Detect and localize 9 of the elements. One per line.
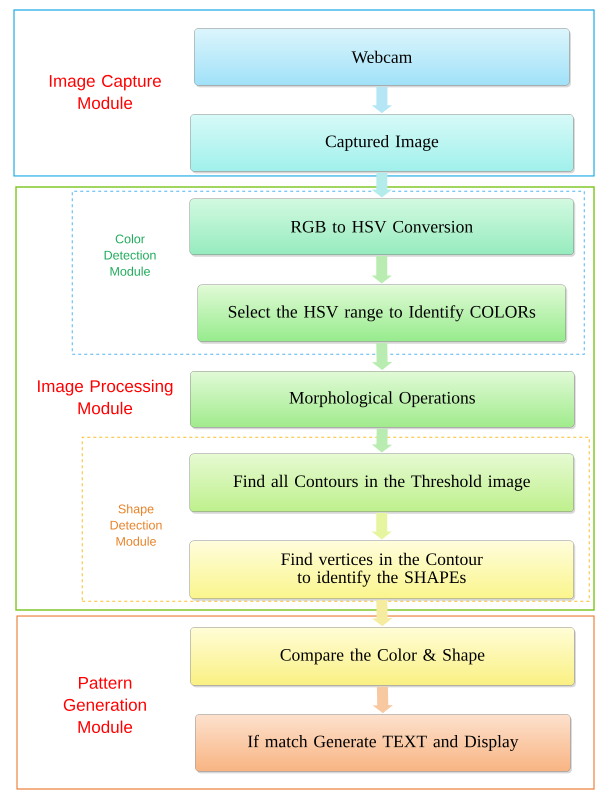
process-box: If match Generate TEXT and Display — [195, 714, 572, 774]
process-box: Webcam — [194, 28, 571, 88]
process-box: Find vertices in the Contour to identify the SHAPEs — [190, 540, 576, 601]
process-box: Select the HSV range to Identify COLORs — [198, 284, 568, 344]
process-box: Find all Contours in the Threshold image — [190, 454, 576, 514]
process-box: Captured Image — [190, 114, 575, 174]
process-box: RGB to HSV Conversion — [190, 198, 576, 257]
process-box: Morphological Operations — [190, 371, 576, 430]
process-box: Compare the Color & Shape — [190, 627, 576, 688]
